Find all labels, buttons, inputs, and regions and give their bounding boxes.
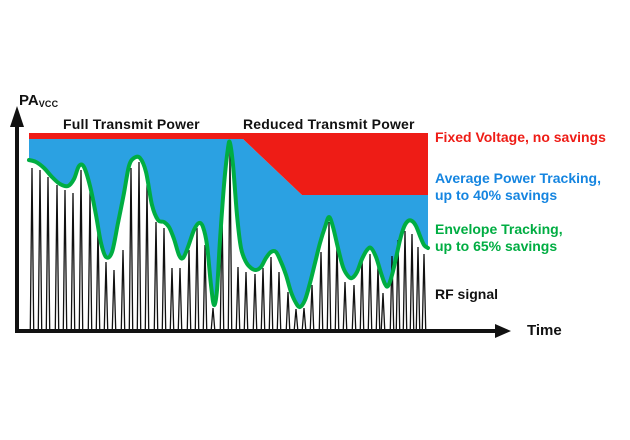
x-axis-arrowhead xyxy=(495,324,511,338)
legend-line: Average Power Tracking, xyxy=(435,170,601,186)
legend-line: RF signal xyxy=(435,286,499,302)
pa-vcc-axis-label-main: PA xyxy=(19,92,39,109)
full-transmit-power-label: Full Transmit Power xyxy=(63,116,200,132)
legend-average-power-tracking: Average Power Tracking, up to 40% saving… xyxy=(435,170,601,204)
envelope-tracking-curve xyxy=(27,139,430,310)
area-blue-average-power-tracking xyxy=(29,139,428,307)
legend-line: Envelope Tracking, xyxy=(435,221,563,237)
area-red-fixed-voltage xyxy=(29,133,428,195)
legend-rf-signal: RF signal xyxy=(435,286,498,303)
legend-envelope-tracking: Envelope Tracking, up to 65% savings xyxy=(435,221,563,255)
legend-fixed-voltage: Fixed Voltage, no savings xyxy=(435,129,606,146)
legend-line: Fixed Voltage, no savings xyxy=(435,129,606,145)
reduced-transmit-power-label: Reduced Transmit Power xyxy=(243,116,415,132)
rf-signal-spikes xyxy=(29,149,427,330)
legend-line: up to 65% savings xyxy=(435,238,558,254)
pa-vcc-axis-label: PAVCC xyxy=(19,92,58,109)
pa-vcc-axis-label-sub: VCC xyxy=(38,99,59,109)
time-axis-label: Time xyxy=(527,322,562,339)
y-axis-arrowhead xyxy=(10,106,24,127)
legend-line: up to 40% savings xyxy=(435,187,558,203)
